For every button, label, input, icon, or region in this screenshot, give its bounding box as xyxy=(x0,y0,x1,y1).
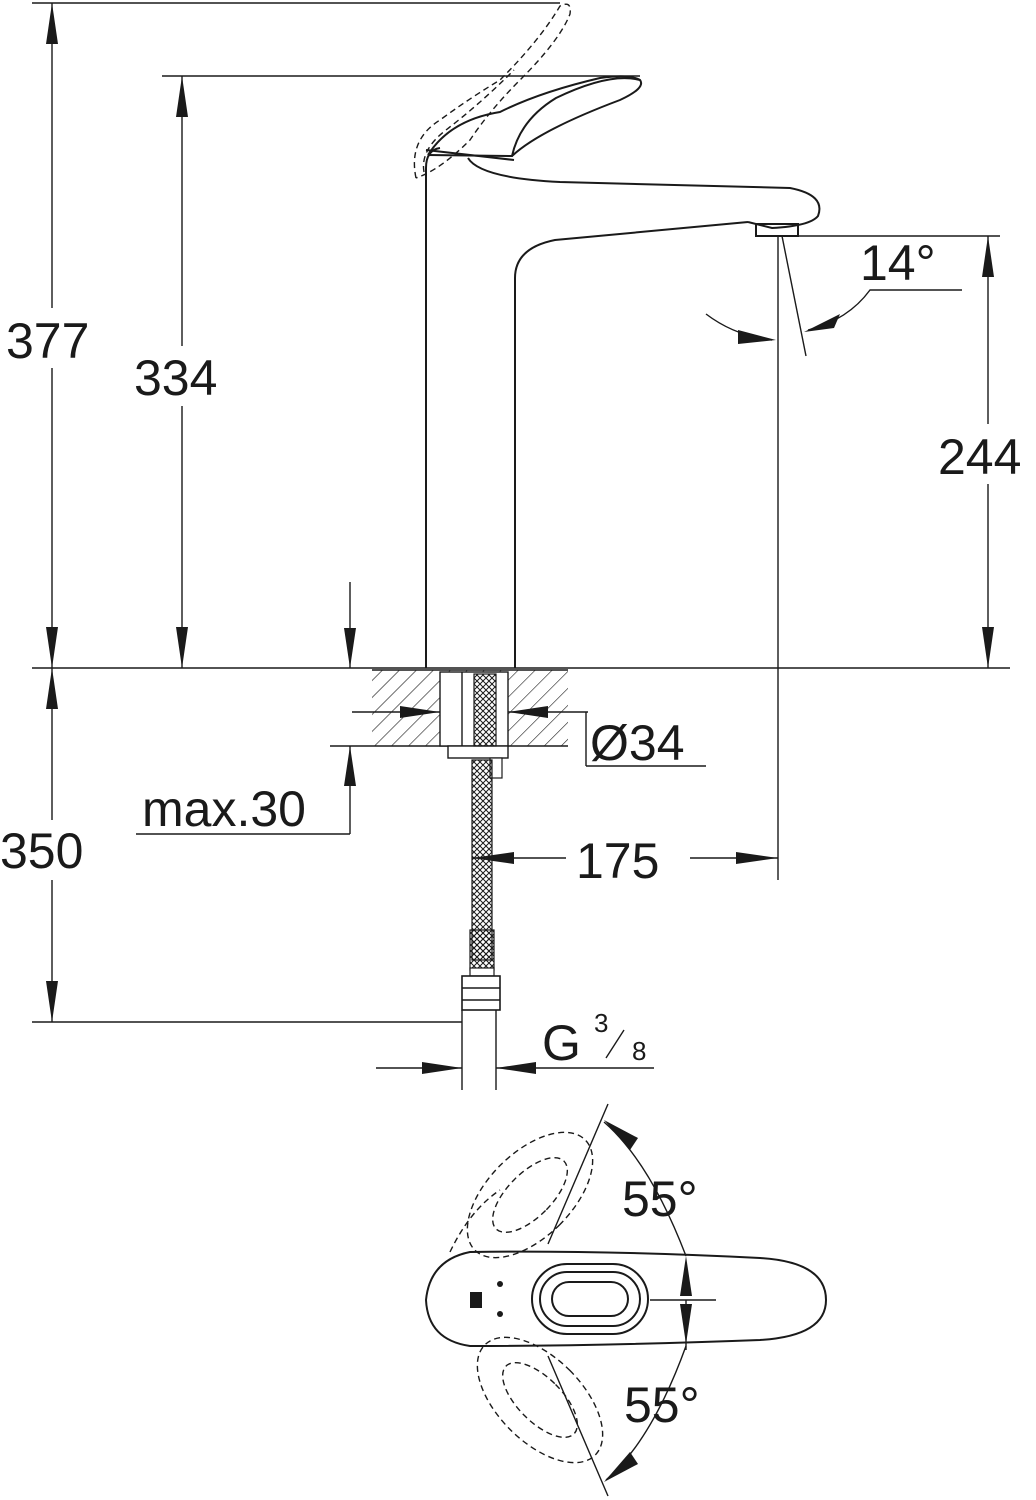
dimension-244: 244 xyxy=(772,235,1034,668)
dim-rotation-right: 55° xyxy=(624,1377,700,1433)
dim-rotation-left: 55° xyxy=(622,1171,698,1227)
dim-thread-letter: G xyxy=(542,1015,581,1071)
dimension-spout-angle: 14° xyxy=(705,235,962,880)
dimension-377: 377 xyxy=(2,2,560,668)
dim-spout-angle: 14° xyxy=(860,235,936,291)
lever-rotated-right xyxy=(476,1336,604,1464)
lever-rotated-left xyxy=(449,1131,594,1259)
dim-spout-reach: 175 xyxy=(576,833,659,889)
faucet-body xyxy=(425,75,821,668)
dimension-hole-diameter: Ø34 xyxy=(352,706,706,771)
top-view-faucet xyxy=(424,1250,828,1350)
dim-thread-numerator: 3 xyxy=(594,1008,608,1038)
dim-handle-height: 334 xyxy=(134,350,217,406)
supply-hose xyxy=(461,673,503,1090)
dimension-connection-thread: G 3 8 xyxy=(376,1008,654,1074)
dim-thread-denominator: 8 xyxy=(632,1036,646,1066)
lever-raised-position xyxy=(413,3,571,179)
dimension-350: 350 xyxy=(0,668,462,1023)
dimension-deck-thickness: max.30 xyxy=(136,582,372,837)
dimension-rotation-right: 55° xyxy=(547,1345,700,1497)
dimension-rotation-left: 55° xyxy=(547,1103,698,1257)
dimension-175: 175 xyxy=(472,833,778,889)
dim-deck-thickness: max.30 xyxy=(142,781,306,837)
dim-spout-height: 244 xyxy=(938,429,1021,485)
dim-total-height: 377 xyxy=(6,313,89,369)
dim-hole-diameter: Ø34 xyxy=(590,715,685,771)
dim-below-deck: 350 xyxy=(0,823,83,879)
dimension-334: 334 xyxy=(130,75,640,668)
